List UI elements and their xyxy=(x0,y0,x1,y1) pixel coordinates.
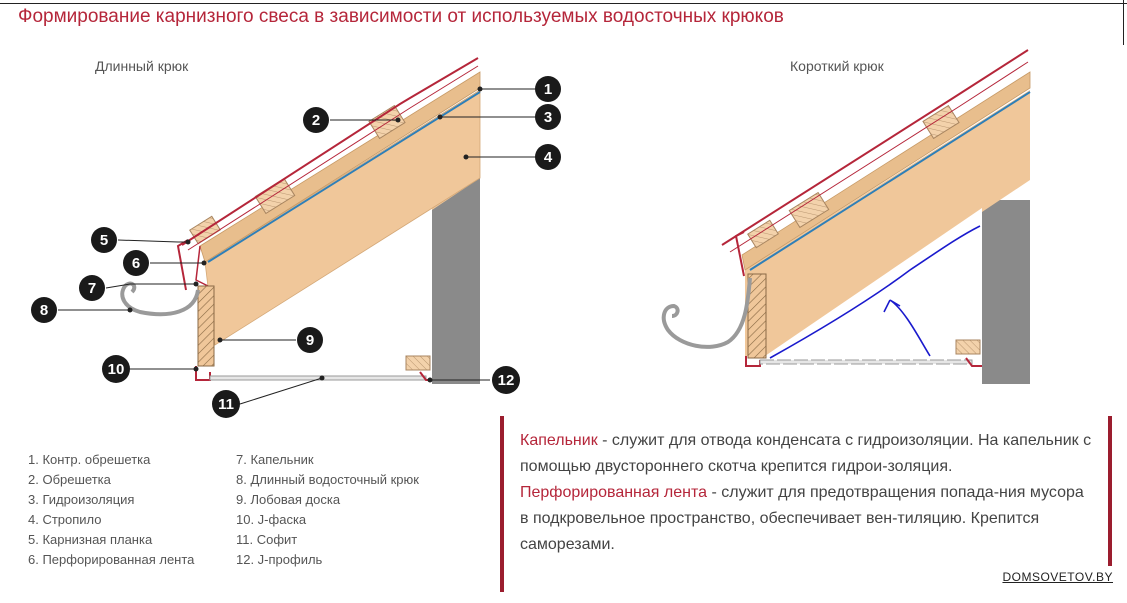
legend-item: 11. Софит xyxy=(236,532,298,547)
info-right-bar xyxy=(1108,416,1112,566)
legend-item: 5. Карнизная планка xyxy=(28,532,153,547)
info-left-bar xyxy=(500,416,504,592)
left-drip-edge xyxy=(176,239,189,291)
legend-right: 7. Капельник 8. Длинный водосточный крюк… xyxy=(236,450,419,570)
svg-text:6: 6 xyxy=(132,255,140,272)
legend-item: 3. Гидроизоляция xyxy=(28,492,135,507)
callout-5: 5 xyxy=(91,227,117,253)
legend-item: 4. Стропило xyxy=(28,512,102,527)
ventilation-annotation-curve xyxy=(769,225,981,359)
left-soffit xyxy=(209,375,427,381)
legend-item: 8. Длинный водосточный крюк xyxy=(236,472,419,487)
svg-text:9: 9 xyxy=(306,332,314,349)
left-diagram-caption: Длинный крюк xyxy=(95,58,189,74)
tape-text: - служит для предотвращения попада-ния м… xyxy=(520,484,1084,553)
callout-6: 6 xyxy=(123,250,149,276)
page-title: Формирование карнизного свеса в зависимо… xyxy=(18,6,784,27)
callout-9: 9 xyxy=(297,327,323,353)
right-gutter-hook xyxy=(661,277,752,349)
right-rafter xyxy=(745,90,1030,356)
ventilation-arrow-icon xyxy=(883,299,931,357)
left-fascia-board xyxy=(197,285,215,367)
right-drip-edge xyxy=(734,231,745,277)
callout-10: 10 xyxy=(102,355,130,383)
left-roofing-sheet xyxy=(181,57,479,246)
legend-item: 9. Лобовая доска xyxy=(236,492,341,507)
drip-term: Капельник xyxy=(520,432,598,449)
right-roofing-sheet xyxy=(721,49,1029,246)
info-text-block: Капельник - служит для отвода конденсата… xyxy=(520,428,1095,558)
svg-text:5: 5 xyxy=(100,232,108,249)
legend-left: 1. Контр. обрешетка 2. Обрешетка 3. Гидр… xyxy=(28,450,194,570)
right-wall xyxy=(982,200,1030,384)
drip-description: Капельник - служит для отвода конденсата… xyxy=(520,428,1095,480)
svg-text:4: 4 xyxy=(544,149,553,166)
callout-1: 1 xyxy=(535,76,561,102)
right-diagram xyxy=(661,49,1031,384)
callout-7: 7 xyxy=(79,275,105,301)
legend-item: 10. J-фаска xyxy=(236,512,307,527)
callout-12: 12 xyxy=(492,366,520,394)
left-wall xyxy=(432,178,480,384)
svg-text:11: 11 xyxy=(218,396,234,413)
svg-text:12: 12 xyxy=(498,372,515,389)
svg-text:1: 1 xyxy=(544,81,552,98)
top-border-line xyxy=(0,3,1127,4)
right-batten xyxy=(922,104,960,140)
legend-item: 7. Капельник xyxy=(236,452,314,467)
right-fascia-board xyxy=(747,273,767,359)
callout-11: 11 xyxy=(212,390,240,418)
right-membrane xyxy=(749,91,1031,271)
tape-term: Перфорированная лента xyxy=(520,484,708,501)
left-diagram xyxy=(120,57,481,384)
svg-text:7: 7 xyxy=(88,280,96,297)
right-soffit xyxy=(759,359,973,365)
callout-2: 2 xyxy=(303,107,329,133)
right-border-line xyxy=(1123,0,1124,45)
right-j-profile xyxy=(965,357,982,367)
svg-text:2: 2 xyxy=(312,112,320,129)
legend-item: 1. Контр. обрешетка xyxy=(28,452,151,467)
svg-text:10: 10 xyxy=(108,361,125,378)
legend-item: 12. J-профиль xyxy=(236,552,323,567)
drip-text: - служит для отвода конденсата с гидроиз… xyxy=(520,432,1092,475)
callout-8: 8 xyxy=(31,297,57,323)
svg-text:8: 8 xyxy=(40,302,48,319)
tape-description: Перфорированная лента - служит для предо… xyxy=(520,480,1095,558)
legend-item: 2. Обрешетка xyxy=(28,472,111,487)
callout-3: 3 xyxy=(535,104,561,130)
left-membrane xyxy=(207,91,481,263)
svg-text:3: 3 xyxy=(544,109,552,126)
watermark: DOMSOVETOV.BY xyxy=(1002,570,1113,584)
callout-4: 4 xyxy=(535,144,561,170)
legend-item: 6. Перфорированная лента xyxy=(28,552,195,567)
right-diagram-caption: Короткий крюк xyxy=(790,58,884,74)
